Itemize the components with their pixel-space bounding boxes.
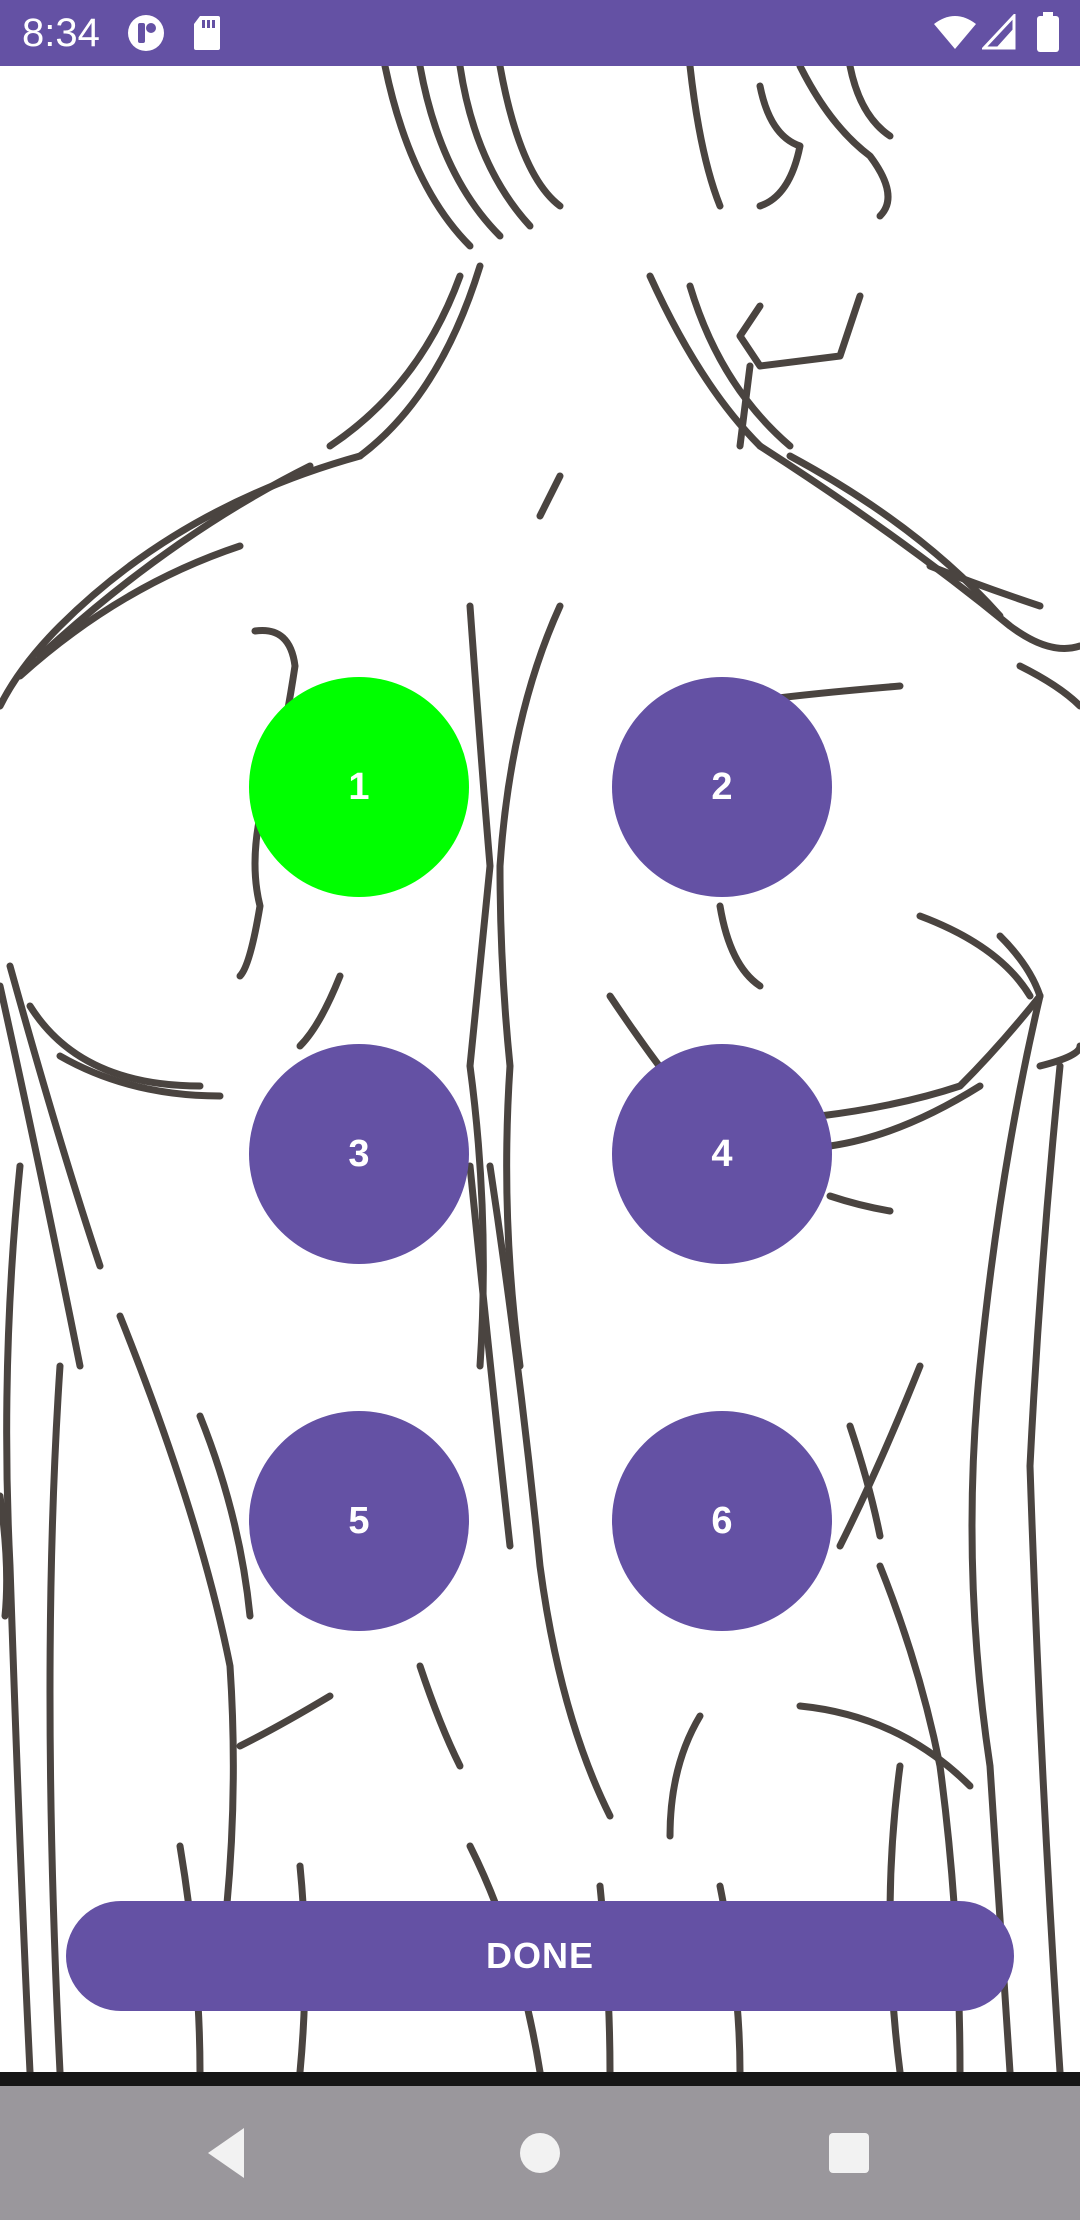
battery-icon [1037,12,1059,52]
point-6[interactable]: 6 [612,1411,832,1631]
back-anatomy-drawing [0,66,1080,2072]
back-icon[interactable] [194,2122,256,2184]
point-5[interactable]: 5 [249,1411,469,1631]
status-time: 8:34 [22,11,100,55]
main-content: 1 2 3 4 5 6 [0,66,1080,2072]
content-bottom-divider [0,2072,1080,2086]
point-4[interactable]: 4 [612,1044,832,1264]
cell-signal-icon [982,14,1016,50]
app-notification-icon [128,15,164,51]
wifi-icon [934,16,976,49]
point-1[interactable]: 1 [249,677,469,897]
point-3[interactable]: 3 [249,1044,469,1264]
sd-card-icon [194,16,220,50]
point-2[interactable]: 2 [612,677,832,897]
recents-icon[interactable] [818,2122,880,2184]
home-icon[interactable] [509,2122,571,2184]
status-bar: 8:34 [0,0,1080,66]
done-button[interactable]: DONE [66,1901,1014,2011]
navigation-bar [0,2086,1080,2220]
